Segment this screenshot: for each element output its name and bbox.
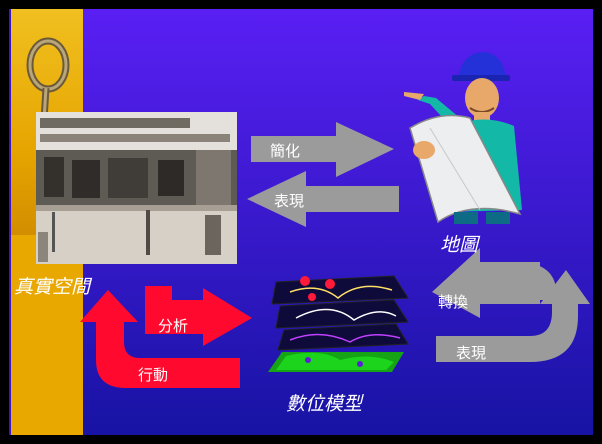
street-photo [36,112,237,264]
analyze-arrow [145,286,252,346]
represent-arrow-top [247,171,399,227]
represent-bottom-label: 表現 [456,344,487,362]
represent-top-label: 表現 [274,192,305,210]
represent-arrow-bottom [436,270,590,362]
transform-arrow-curve [500,262,557,300]
act-label: 行動 [138,366,169,384]
surveyor-clipart-icon [404,52,522,224]
real-space-caption: 真實空間 [14,276,91,298]
simplify-arrow [251,122,394,177]
layered-map-icon [268,275,409,372]
simplify-label: 簡化 [270,142,301,160]
map-caption: 地圖 [440,234,479,256]
sidebar-gold-bottom [11,235,83,435]
digital-model-caption: 數位模型 [286,393,363,415]
transform-label: 轉換 [438,293,469,311]
transform-arrow [432,248,540,318]
act-arrow [80,290,240,388]
analyze-label: 分析 [158,317,189,335]
